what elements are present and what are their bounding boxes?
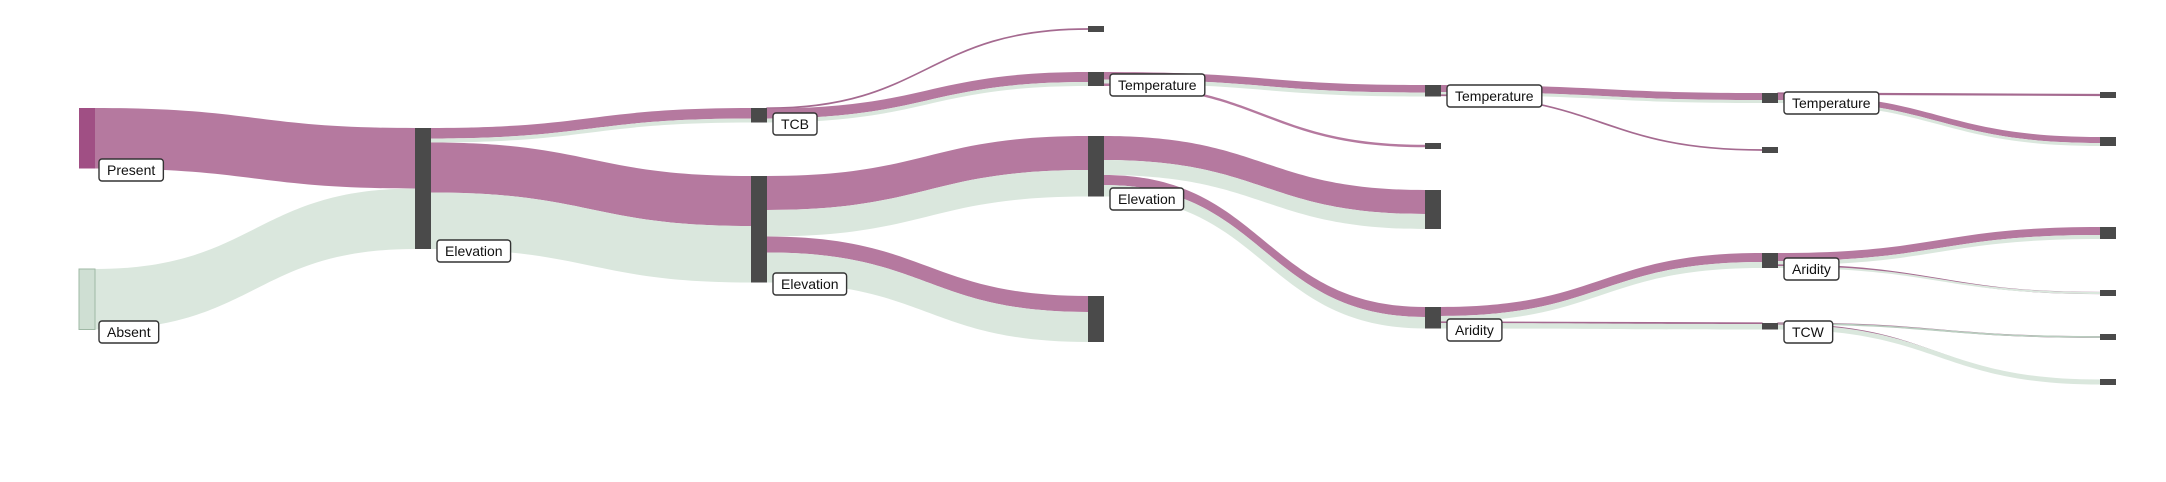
node-label-text: TCW	[1792, 324, 1825, 340]
node-label-text: Aridity	[1455, 322, 1494, 338]
node-label-text: Temperature	[1455, 88, 1534, 104]
flow-link-n5d-n6f-absent[interactable]	[1778, 324, 2100, 385]
node-label-text: Elevation	[781, 276, 839, 292]
flow-link-n4d-n5c-present[interactable]	[1441, 253, 1762, 316]
node-n5b[interactable]	[1762, 147, 1778, 153]
flow-link-n2a-n3b-present[interactable]	[767, 72, 1088, 119]
node-label-text: Elevation	[1118, 191, 1176, 207]
flow-link-n2b-n3d-absent[interactable]	[767, 252, 1088, 343]
node-n6a[interactable]	[2100, 92, 2116, 98]
flow-link-n3c-n4c-present[interactable]	[1104, 136, 1425, 214]
node-label-text: Temperature	[1792, 95, 1871, 111]
node-n6f[interactable]	[2100, 379, 2116, 385]
node-n6c[interactable]	[2100, 227, 2116, 239]
node-label-n3b: Temperature	[1109, 73, 1206, 97]
node-n3a[interactable]	[1088, 26, 1104, 32]
node-n4a[interactable]	[1425, 85, 1441, 97]
flow-link-n5c-n6c-absent[interactable]	[1778, 235, 2100, 265]
node-n6e[interactable]	[2100, 334, 2116, 340]
node-label-text: TCB	[781, 116, 809, 132]
node-n3b[interactable]	[1088, 72, 1104, 86]
flow-link-n2b-n3c-absent[interactable]	[767, 170, 1088, 237]
node-n4c[interactable]	[1425, 190, 1441, 229]
flow-link-n5c-n6c-present[interactable]	[1778, 227, 2100, 261]
node-label-text: Absent	[107, 324, 151, 340]
flow-link-present-n1-present[interactable]	[95, 108, 415, 189]
node-n5d[interactable]	[1762, 323, 1778, 330]
flow-link-n1-n2a-present[interactable]	[431, 108, 751, 139]
node-n5c[interactable]	[1762, 253, 1778, 268]
node-label-n5d: TCW	[1783, 320, 1834, 344]
node-label-n2b: Elevation	[772, 272, 848, 296]
node-label-present: Present	[98, 158, 165, 182]
node-label-text: Aridity	[1792, 261, 1831, 277]
node-n5a[interactable]	[1762, 93, 1778, 103]
node-n2b[interactable]	[751, 176, 767, 283]
flow-link-absent-n1-absent[interactable]	[95, 188, 415, 330]
node-label-n2a: TCB	[772, 112, 818, 136]
node-present[interactable]	[79, 108, 95, 169]
flow-link-n5a-n6b-present[interactable]	[1778, 94, 2100, 143]
node-n3c[interactable]	[1088, 136, 1104, 197]
flow-link-n2a-n3b-absent[interactable]	[767, 82, 1088, 123]
node-n6b[interactable]	[2100, 137, 2116, 146]
flow-link-n2b-n3c-present[interactable]	[767, 136, 1088, 210]
flow-link-n5a-n6b-absent[interactable]	[1778, 100, 2100, 146]
node-n2a[interactable]	[751, 108, 767, 123]
flow-link-n5c-n6d-absent[interactable]	[1778, 266, 2100, 294]
node-label-n1: Elevation	[436, 239, 512, 263]
flow-link-n1-n2b-present[interactable]	[431, 142, 751, 227]
flow-link-n3b-n4b-present[interactable]	[1104, 83, 1425, 148]
node-n4b[interactable]	[1425, 143, 1441, 149]
nodes-layer	[78, 26, 2116, 385]
node-label-text: Temperature	[1118, 77, 1197, 93]
node-label-n4a: Temperature	[1446, 84, 1543, 108]
flow-link-n3c-n4c-absent[interactable]	[1104, 160, 1425, 229]
flow-link-n4d-n5c-absent[interactable]	[1441, 262, 1762, 322]
node-n3d[interactable]	[1088, 296, 1104, 342]
node-label-text: Elevation	[445, 243, 503, 259]
flow-link-n3c-n4d-absent[interactable]	[1104, 185, 1425, 329]
flow-link-n4d-n5d-absent[interactable]	[1441, 323, 1762, 330]
node-label-n4d: Aridity	[1446, 318, 1503, 342]
node-label-n3c: Elevation	[1109, 187, 1185, 211]
flow-link-n2b-n3d-present[interactable]	[767, 236, 1088, 313]
flow-link-n3c-n4d-present[interactable]	[1104, 175, 1425, 317]
node-label-absent: Absent	[98, 320, 160, 344]
node-label-n5c: Aridity	[1783, 257, 1840, 281]
node-label-text: Present	[107, 162, 155, 178]
node-n6d[interactable]	[2100, 290, 2116, 296]
node-n4d[interactable]	[1425, 307, 1441, 329]
node-n1[interactable]	[415, 128, 431, 249]
node-label-n5a: Temperature	[1783, 91, 1880, 115]
flow-link-n1-n2a-absent[interactable]	[431, 118, 751, 143]
flow-link-n1-n2b-absent[interactable]	[431, 192, 751, 283]
node-absent[interactable]	[78, 268, 96, 330]
